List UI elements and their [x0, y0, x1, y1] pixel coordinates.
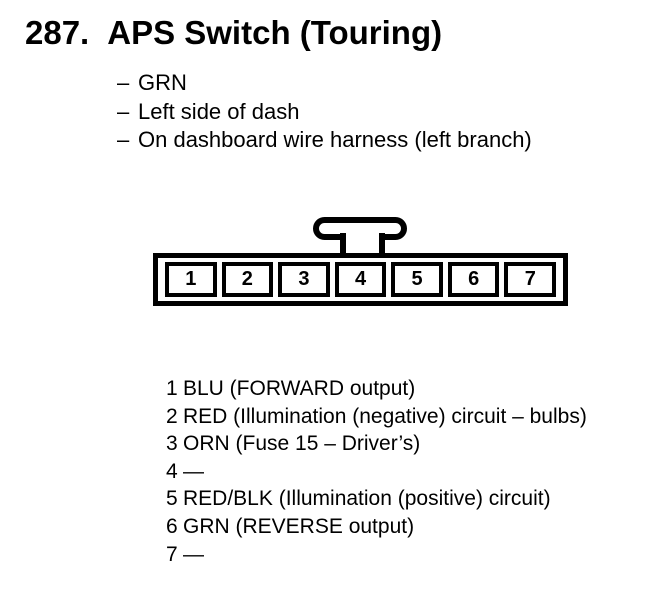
- note-row: – Left side of dash: [117, 98, 532, 127]
- pinout-row: 6 GRN (REVERSE output): [166, 513, 587, 541]
- section-title: 287. APS Switch (Touring): [25, 14, 442, 52]
- pin-description: RED/BLK (Illumination (positive) circuit…: [183, 487, 551, 511]
- pin-number: 6: [166, 514, 178, 538]
- pinout-row: 2 RED (Illumination (negative) circuit –…: [166, 403, 587, 431]
- note-row: – On dashboard wire harness (left branch…: [117, 126, 532, 155]
- pin-number: 1: [166, 377, 178, 400]
- section-number: 287.: [25, 14, 90, 51]
- pinout-row: 3 ORN (Fuse 15 – Driver’s): [166, 430, 587, 458]
- pin-description: RED (Illumination (negative) circuit – b…: [183, 404, 587, 428]
- note-text: On dashboard wire harness (left branch): [138, 127, 532, 152]
- bullet-dash: –: [117, 127, 130, 152]
- pin-description: ORN (Fuse 15 – Driver’s): [183, 432, 421, 456]
- pin-cell-3: 3: [278, 262, 330, 297]
- pin-description: GRN (REVERSE output): [183, 514, 415, 538]
- pin-number: 5: [166, 487, 178, 511]
- pin-number: 3: [166, 432, 178, 456]
- note-row: – GRN: [117, 69, 532, 98]
- pinout-row: 4 —: [166, 458, 587, 486]
- pin-number: 4: [166, 459, 178, 483]
- pin-cell-5: 5: [391, 262, 443, 297]
- note-text: GRN: [138, 70, 187, 95]
- pinout-list: 1 BLU (FORWARD output) 2 RED (Illuminati…: [166, 375, 587, 568]
- pin-description: BLU (FORWARD output): [183, 377, 416, 400]
- pin-cell-4: 4: [334, 262, 387, 297]
- pin-number: 2: [166, 404, 178, 428]
- pinout-row: 5 RED/BLK (Illumination (positive) circu…: [166, 485, 587, 513]
- pin-description: —: [183, 542, 204, 566]
- pin-description: —: [183, 459, 204, 483]
- pinout-row: 1 BLU (FORWARD output): [166, 375, 587, 403]
- pin-cell-2: 2: [221, 262, 274, 297]
- pin-cell-1: 1: [165, 262, 217, 297]
- connector-notes: – GRN – Left side of dash – On dashboard…: [117, 69, 532, 155]
- bullet-dash: –: [117, 98, 130, 124]
- connector-body-diagram: 1 2 3 4 5 6 7: [153, 253, 568, 306]
- pin-cell-7: 7: [504, 262, 557, 297]
- note-text: Left side of dash: [138, 98, 300, 124]
- pinout-row: 7 —: [166, 541, 587, 569]
- bullet-dash: –: [117, 70, 130, 95]
- pin-number: 7: [166, 542, 178, 566]
- connector-latch-stem: [340, 233, 385, 253]
- section-title-text: APS Switch (Touring): [107, 14, 443, 51]
- pin-cell-6: 6: [447, 262, 500, 297]
